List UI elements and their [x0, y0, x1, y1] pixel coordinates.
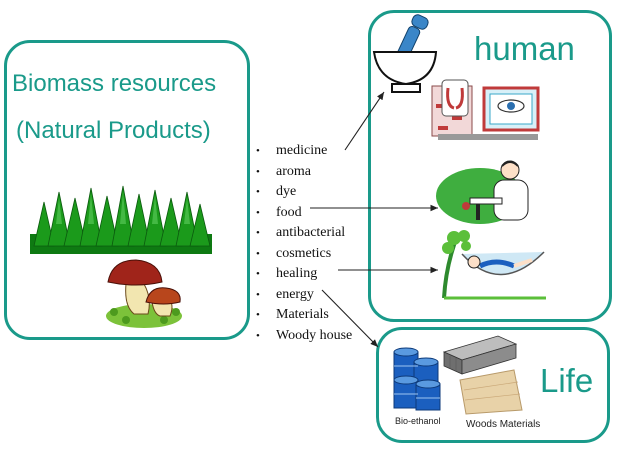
use-item: aroma	[256, 162, 352, 183]
biomass-subtitle: (Natural Products)	[16, 117, 211, 144]
arrow-medicine	[344, 91, 385, 151]
biomass-title: Biomass resources	[12, 70, 217, 97]
use-item: antibacterial	[256, 223, 352, 244]
caption-woods-materials: Woods Materials	[466, 419, 541, 430]
life-title: Life	[540, 362, 594, 399]
caption-bio-ethanol: Bio-ethanol	[395, 416, 441, 426]
human-title: human	[474, 30, 575, 67]
use-item: dye	[256, 182, 352, 203]
uses-list: medicine aroma dye food antibacterial co…	[256, 141, 352, 346]
ethanol-drums-icon	[393, 347, 441, 411]
use-item: Materials	[256, 305, 352, 326]
forest-icon	[30, 185, 212, 254]
hammock-icon	[442, 230, 546, 300]
mortar-pestle-icon	[372, 14, 438, 93]
mushroom-icon	[106, 259, 182, 328]
clinic-scene-icon	[431, 79, 540, 140]
doctor-icon	[436, 160, 529, 224]
use-item: Woody house	[256, 326, 352, 347]
lumber-icon	[442, 335, 523, 415]
use-item: energy	[256, 285, 352, 306]
arrow-energy	[321, 289, 379, 348]
use-item: medicine	[256, 141, 352, 162]
use-item: healing	[256, 264, 352, 285]
use-item: food	[256, 203, 352, 224]
use-item: cosmetics	[256, 244, 352, 265]
